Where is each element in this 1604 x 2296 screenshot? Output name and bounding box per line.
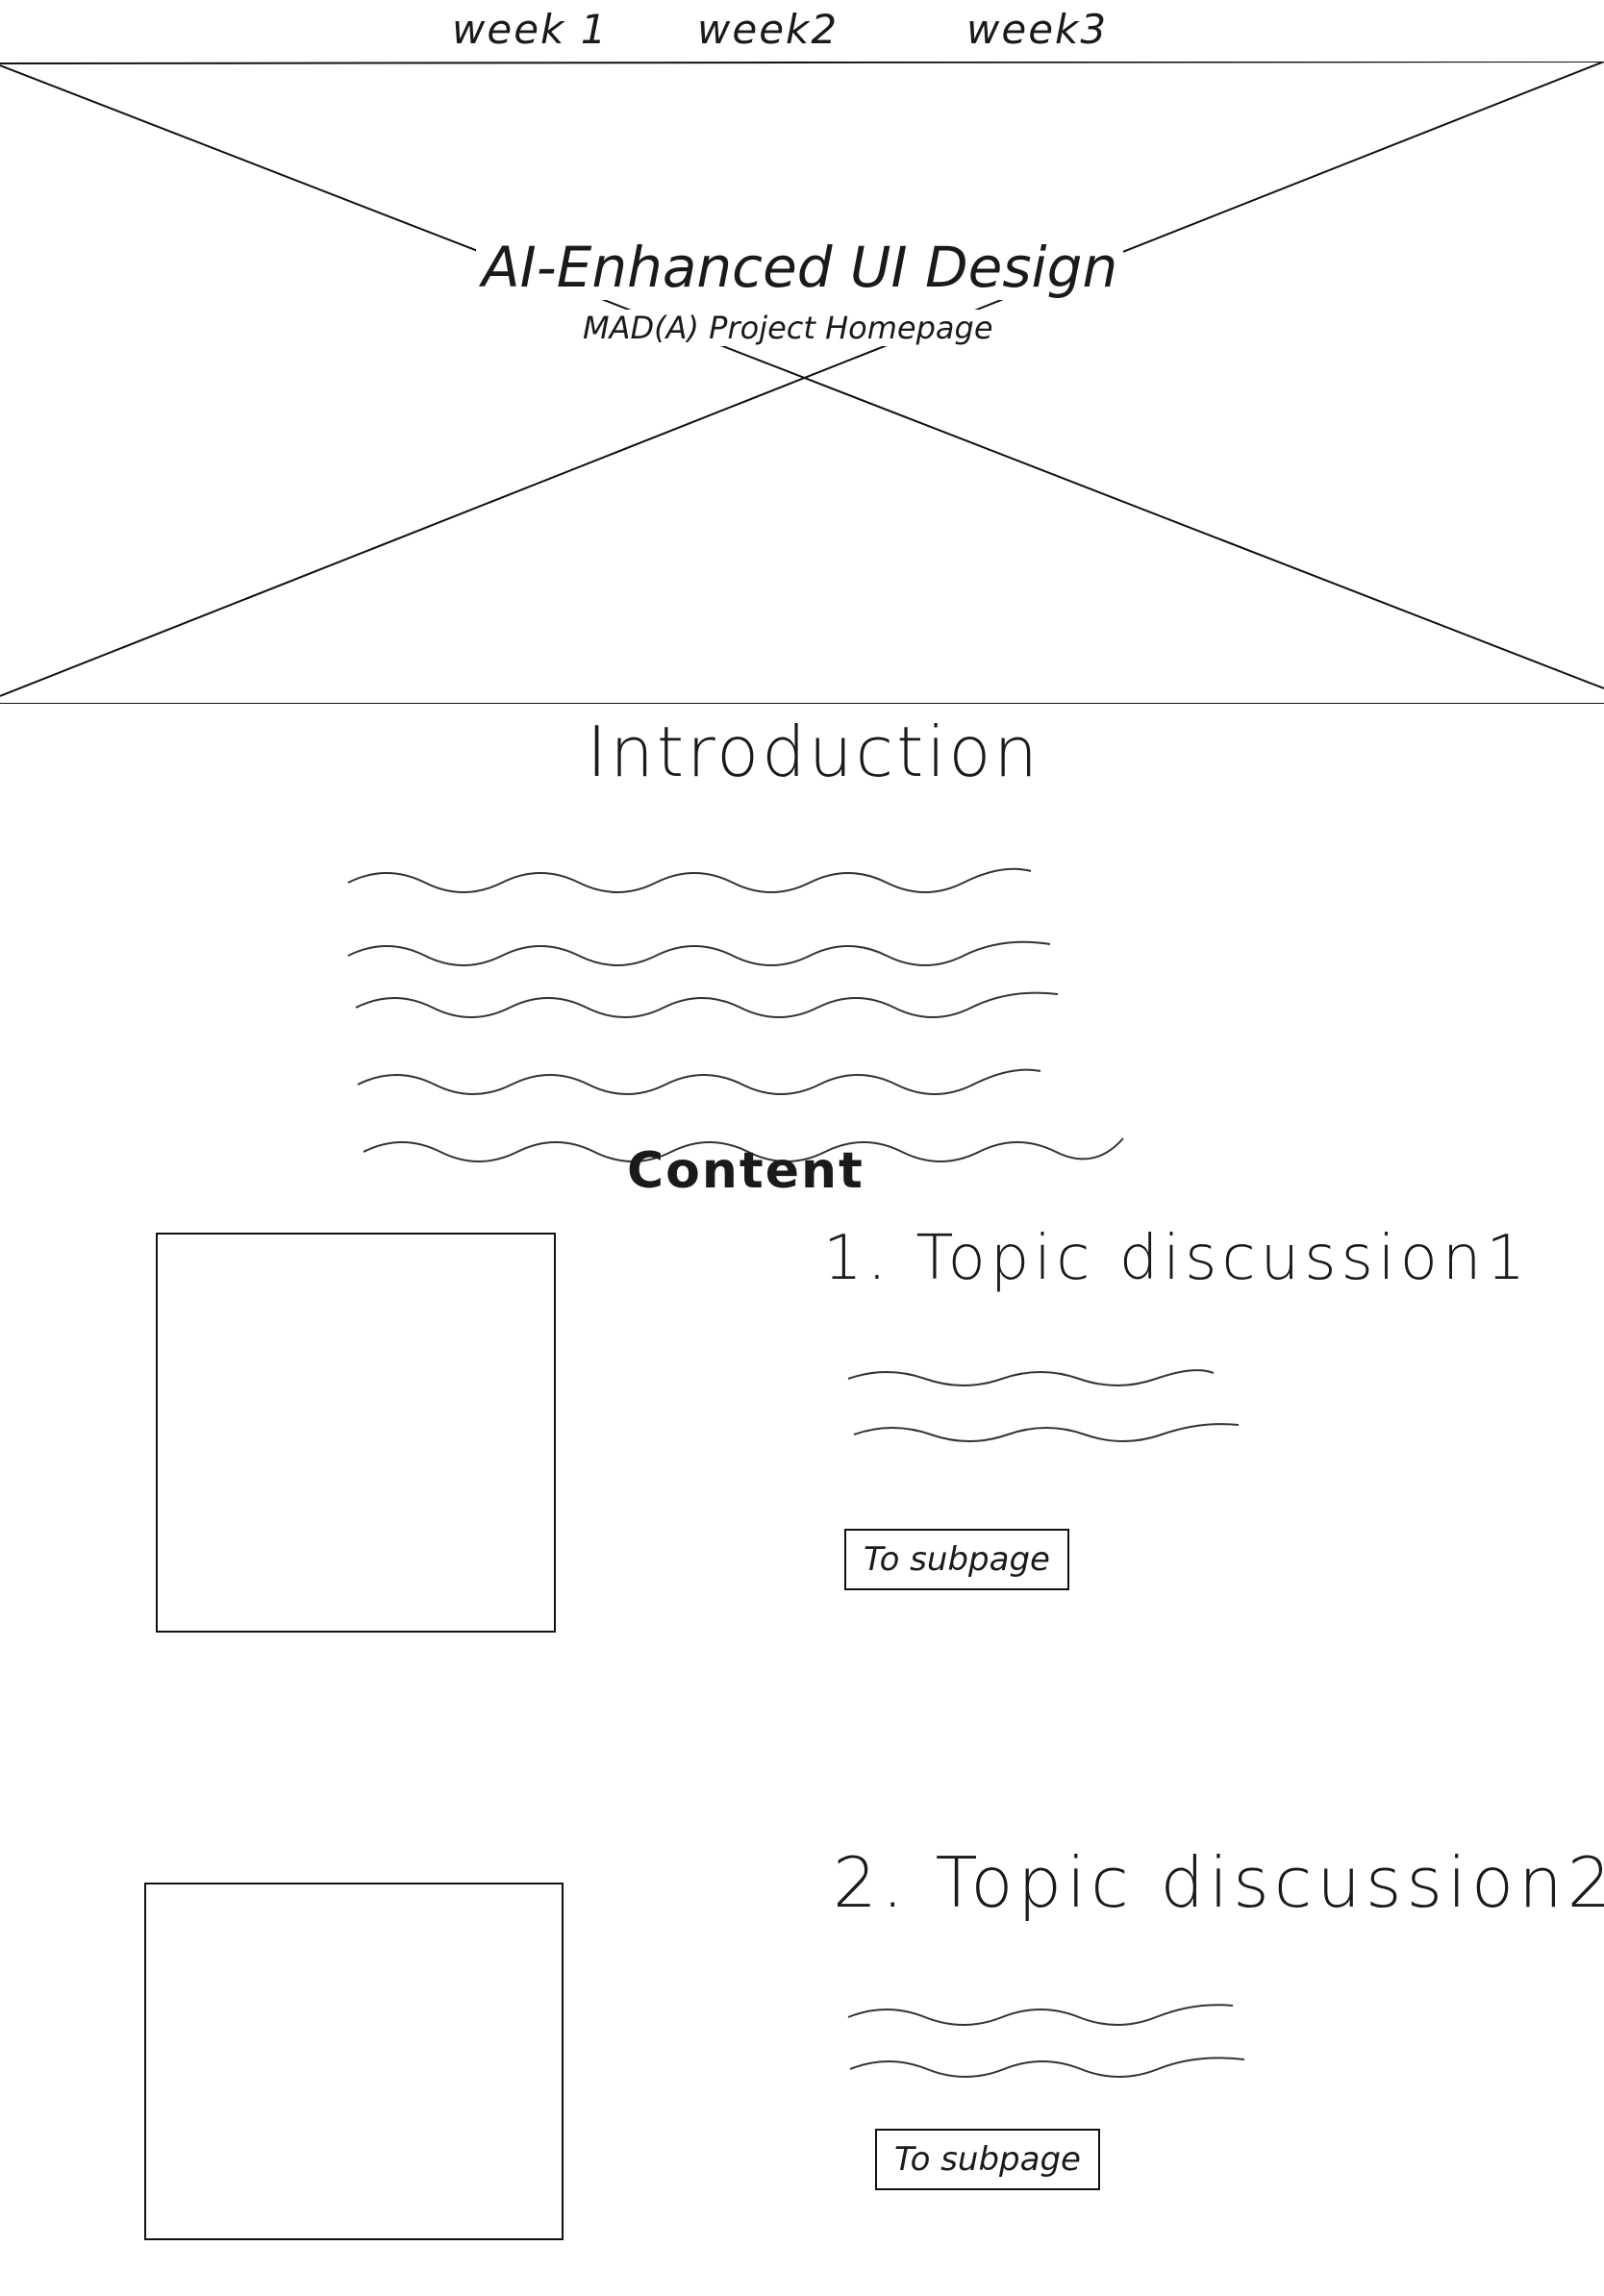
nav-link-week-1[interactable]: week 1	[452, 6, 609, 53]
intro-text-line	[347, 867, 1032, 893]
hero-banner: AI-Enhanced UI Design MAD(A) Project Hom…	[0, 62, 1604, 704]
nav-link-week-2[interactable]: week2	[697, 6, 840, 53]
hero-subtitle: MAD(A) Project Homepage	[577, 310, 999, 346]
topic-1-image-placeholder	[156, 1233, 556, 1633]
hero-diagonal-line	[0, 64, 1604, 689]
hero-title: AI-Enhanced UI Design	[476, 235, 1124, 300]
topic-2-text-line	[849, 2057, 1245, 2078]
intro-text-line	[355, 991, 1059, 1018]
topic-1-text-line	[847, 1369, 1215, 1386]
hero-top-border	[0, 62, 1604, 64]
topic-2-title: 2. Topic discussion2	[833, 1842, 1604, 1923]
intro-text-line	[347, 940, 1051, 966]
hero-diagonal-line	[0, 62, 1604, 697]
topic-1-text-line	[853, 1423, 1240, 1442]
content-heading: Content	[627, 1142, 865, 1200]
topic-1-title: 1. Topic discussion1	[823, 1223, 1531, 1294]
intro-text-line	[357, 1068, 1041, 1095]
topic-2-subpage-button[interactable]: To subpage	[875, 2129, 1100, 2190]
topic-1-subpage-button[interactable]: To subpage	[844, 1529, 1069, 1590]
nav-link-week-3[interactable]: week3	[966, 6, 1109, 53]
topic-2-text-line	[847, 2004, 1234, 2026]
topic-2-image-placeholder	[144, 1883, 564, 2240]
introduction-heading: Introduction	[587, 711, 1041, 792]
hero-image-placeholder	[0, 62, 1604, 704]
